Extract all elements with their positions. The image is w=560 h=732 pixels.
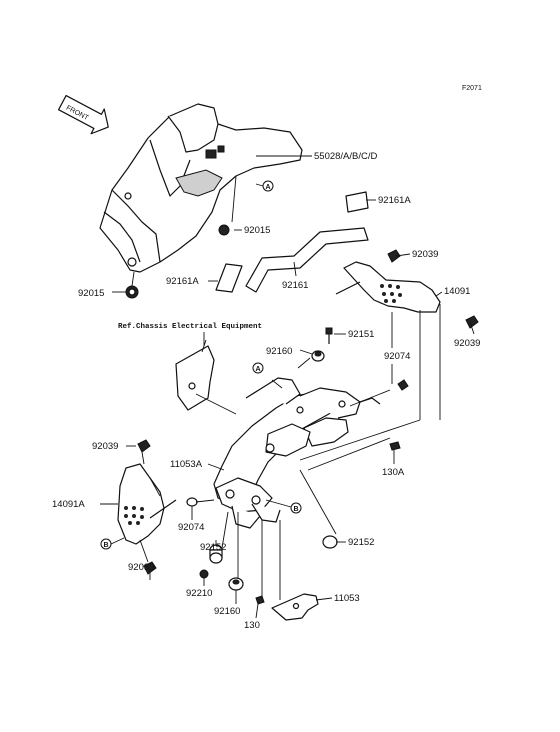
label-92161: 92161 <box>282 280 308 291</box>
grommet-92074-low <box>186 497 198 507</box>
electrical-plate <box>175 345 215 411</box>
grommet-92074-top <box>397 379 409 391</box>
label-11053a: 11053A <box>170 459 203 470</box>
callout-a-lower: A <box>252 362 264 374</box>
damper-92160-low <box>228 577 244 591</box>
label-92015-left: 92015 <box>78 288 104 299</box>
label-92161a-top: 92161A <box>378 195 411 206</box>
svg-text:A: A <box>256 366 261 373</box>
label-14091: 14091 <box>444 286 470 297</box>
label-92074-top: 92074 <box>384 351 410 362</box>
collar-92152-mid <box>209 544 223 564</box>
bolt-130a <box>389 441 401 451</box>
damper-92160-top <box>311 350 325 362</box>
label-130: 130 <box>244 620 260 631</box>
label-55028: 55028/A/B/C/D <box>314 151 378 162</box>
callout-b-left: B <box>100 538 112 550</box>
reference-note: Ref.Chassis Electrical Equipment <box>118 323 262 331</box>
stay-frame <box>213 377 381 529</box>
seal-92161 <box>245 227 369 293</box>
label-92039-right: 92039 <box>454 338 480 349</box>
label-92160-low: 92160 <box>214 606 240 617</box>
label-92160-top: 92160 <box>266 346 292 357</box>
screw-92039-top <box>387 249 401 263</box>
label-92039-top: 92039 <box>412 249 438 260</box>
seal-92161a-top <box>345 191 369 213</box>
inner-cover-left <box>117 463 177 545</box>
svg-text:A: A <box>266 184 271 191</box>
label-130a: 130A <box>382 467 405 478</box>
label-92039-bottom: 92039 <box>128 562 154 573</box>
callout-b-right: B <box>290 502 302 514</box>
callout-a-upper: A <box>262 180 274 192</box>
fastener-92015-left <box>125 285 139 299</box>
label-11053: 11053 <box>334 593 360 604</box>
bracket-11053 <box>271 593 319 621</box>
label-92210: 92210 <box>186 588 212 599</box>
bolt-130 <box>255 595 265 605</box>
screw-92039-left <box>137 439 151 453</box>
figure-code: F2071 <box>462 85 482 92</box>
screw-92039-bottom <box>143 561 157 575</box>
fastener-92015-mid <box>218 224 230 236</box>
label-92039-left: 92039 <box>92 441 118 452</box>
label-14091a: 14091A <box>52 499 85 510</box>
label-92074-low: 92074 <box>178 522 204 533</box>
label-92161a-left: 92161A <box>166 276 199 287</box>
inner-cover-right <box>335 261 441 313</box>
upper-cowl <box>99 103 303 273</box>
svg-text:B: B <box>104 542 109 549</box>
label-92015-mid: 92015 <box>244 225 270 236</box>
screw-92039-right <box>465 315 479 329</box>
front-arrow-icon: FRONT <box>57 94 109 135</box>
bolt-92151 <box>325 327 333 344</box>
seal-92161a-left <box>215 263 243 293</box>
svg-text:B: B <box>294 506 299 513</box>
label-92152-right: 92152 <box>348 537 374 548</box>
label-92152-mid: 92152 <box>200 542 226 553</box>
collar-92152-right <box>322 535 338 549</box>
nut-92210 <box>199 569 209 579</box>
label-92151: 92151 <box>348 329 374 340</box>
leader-lines <box>100 155 475 619</box>
